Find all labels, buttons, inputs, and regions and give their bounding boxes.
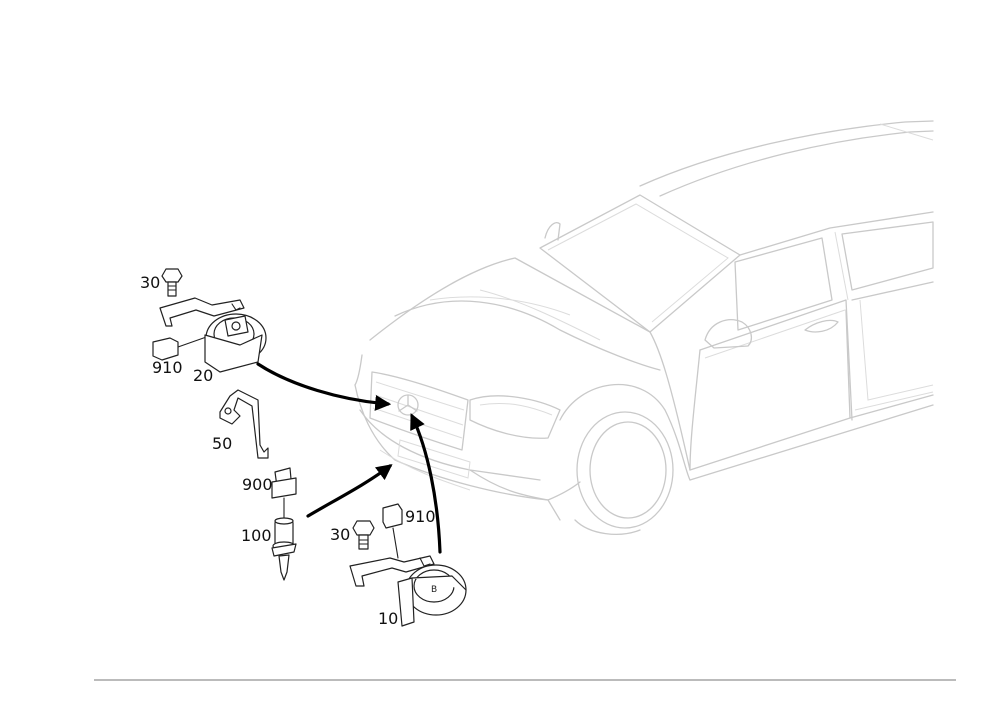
- callout-910-upper: 910: [152, 358, 183, 377]
- sensor-icon: [271, 517, 297, 581]
- callout-30-upper: 30: [140, 273, 160, 292]
- arrow-upper-horn: [256, 362, 392, 411]
- connector-icon: [271, 467, 297, 521]
- callout-910-lower: 910: [405, 507, 436, 526]
- horn-icon: [204, 313, 267, 373]
- bracket-icon: [219, 389, 269, 459]
- callout-900: 900: [242, 475, 273, 494]
- arrow-lower-horn: [410, 413, 442, 554]
- arrow-sensor: [306, 464, 393, 518]
- callout-30-lower: 30: [330, 525, 350, 544]
- bracket-icon: [349, 555, 435, 587]
- svg-text:B: B: [431, 585, 437, 595]
- connector-icon: [382, 503, 403, 559]
- callout-50: 50: [212, 434, 232, 453]
- callout-20: 20: [193, 366, 213, 385]
- bolt-icon: [352, 520, 375, 550]
- callout-100: 100: [241, 526, 272, 545]
- bracket-icon: [159, 297, 245, 327]
- connector-icon: [152, 334, 213, 361]
- horn-icon: B: [397, 564, 467, 627]
- car-icon: [354, 120, 934, 535]
- bolt-icon: [161, 268, 183, 297]
- callout-10: 10: [378, 609, 398, 628]
